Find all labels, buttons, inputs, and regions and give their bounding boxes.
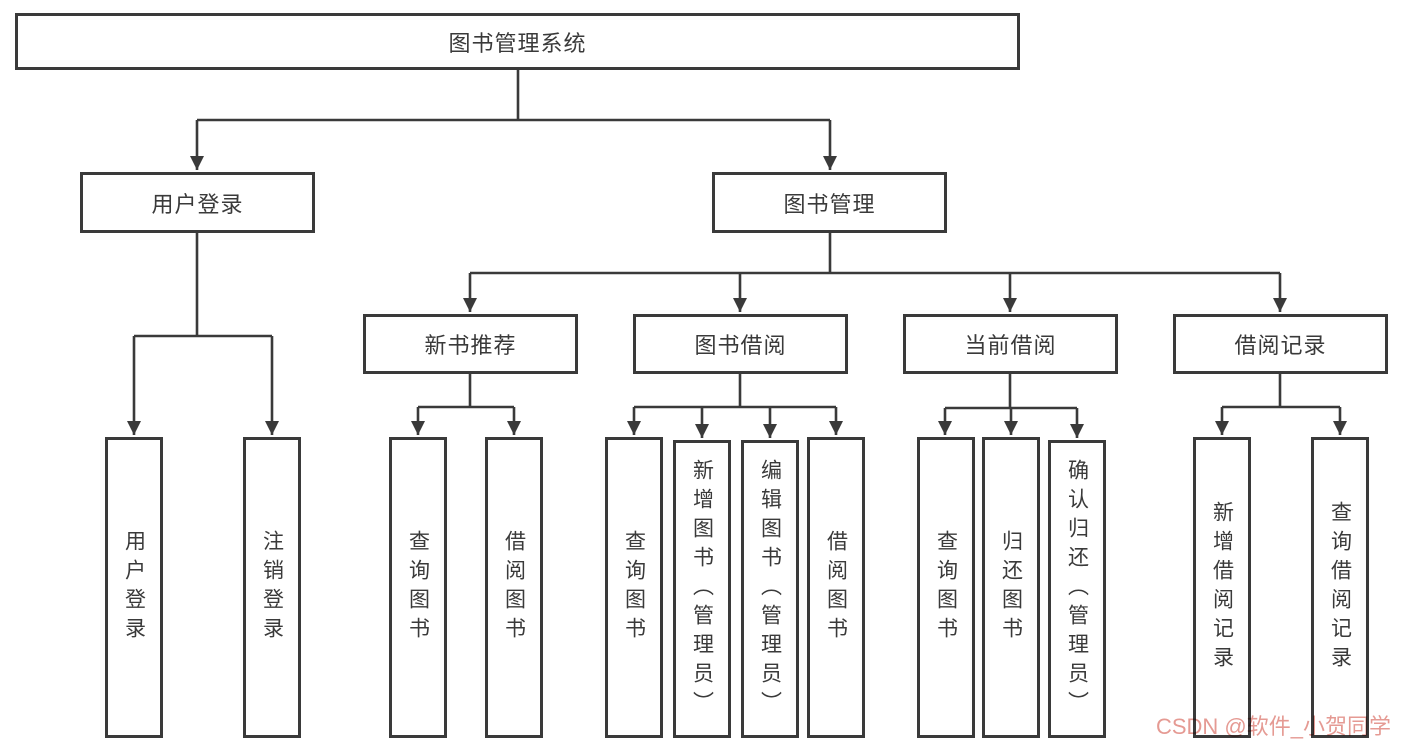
leaf-bb-query-books-label: 查询图书 [622, 529, 646, 646]
node-current-borrow-label: 当前借阅 [964, 333, 1057, 358]
node-borrow-records: 借阅记录 [1173, 314, 1388, 374]
leaf-nb-borrow-books-label: 借阅图书 [502, 529, 526, 646]
leaf-br-add-record-label: 新增借阅记录 [1210, 500, 1234, 675]
leaf-cb-return-books: 归还图书 [982, 437, 1040, 738]
node-book-borrow-label: 图书借阅 [694, 333, 787, 358]
leaf-bb-edit-books-admin: 编辑图书（管理员） [741, 440, 799, 738]
leaf-bb-borrow-books: 借阅图书 [807, 437, 865, 738]
node-user-login-label: 用户登录 [151, 191, 244, 217]
node-new-book-recommend: 新书推荐 [363, 314, 578, 374]
leaf-nb-query-books: 查询图书 [389, 437, 447, 738]
node-root: 图书管理系统 [15, 13, 1020, 70]
leaf-user-login: 用户登录 [105, 437, 163, 738]
leaf-cb-query-books-label: 查询图书 [934, 529, 958, 646]
leaf-user-login-label: 用户登录 [122, 529, 146, 646]
leaf-br-query-record-label: 查询借阅记录 [1328, 500, 1352, 675]
leaf-bb-query-books: 查询图书 [605, 437, 663, 738]
leaf-logout-label: 注销登录 [260, 529, 284, 646]
leaf-logout: 注销登录 [243, 437, 301, 738]
leaf-cb-return-books-label: 归还图书 [999, 529, 1023, 646]
node-borrow-records-label: 借阅记录 [1234, 333, 1327, 358]
node-book-management: 图书管理 [712, 172, 947, 233]
csdn-watermark: CSDN @软件_小贺同学 [1155, 714, 1391, 739]
node-root-label: 图书管理系统 [448, 30, 587, 56]
node-book-borrow: 图书借阅 [633, 314, 848, 374]
leaf-bb-add-books-admin-label: 新增图书（管理员） [690, 458, 714, 720]
leaf-cb-confirm-return-admin: 确认归还（管理员） [1048, 440, 1106, 738]
leaf-bb-borrow-books-label: 借阅图书 [824, 529, 848, 646]
leaf-br-query-record: 查询借阅记录 [1311, 437, 1369, 738]
leaf-br-add-record: 新增借阅记录 [1193, 437, 1251, 738]
leaf-bb-add-books-admin: 新增图书（管理员） [673, 440, 731, 738]
node-new-book-recommend-label: 新书推荐 [424, 333, 517, 358]
leaf-cb-query-books: 查询图书 [917, 437, 975, 738]
node-user-login: 用户登录 [80, 172, 315, 233]
node-current-borrow: 当前借阅 [903, 314, 1118, 374]
leaf-cb-confirm-return-admin-label: 确认归还（管理员） [1065, 458, 1089, 720]
node-book-management-label: 图书管理 [783, 191, 876, 217]
leaf-bb-edit-books-admin-label: 编辑图书（管理员） [758, 458, 782, 720]
leaf-nb-query-books-label: 查询图书 [406, 529, 430, 646]
leaf-nb-borrow-books: 借阅图书 [485, 437, 543, 738]
